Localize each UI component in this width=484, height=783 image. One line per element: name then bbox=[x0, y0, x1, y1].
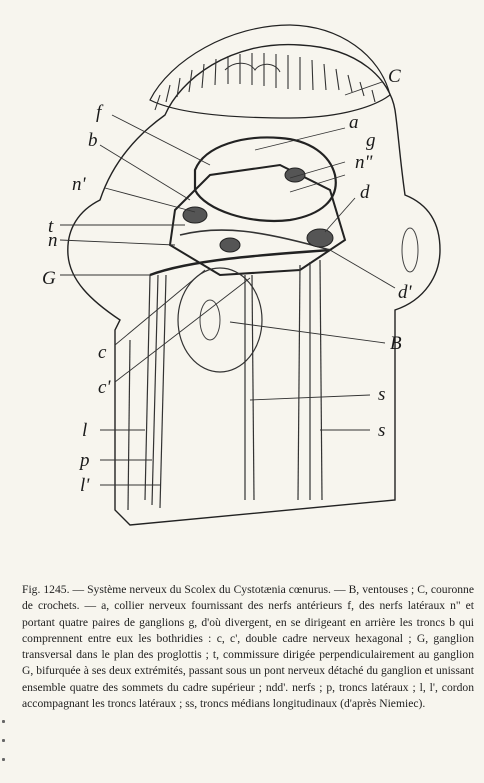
caption-text: Fig. 1245. — Système nerveux du Scolex d… bbox=[22, 582, 474, 712]
label-C: C bbox=[388, 66, 401, 87]
sucker-inner bbox=[200, 300, 220, 340]
label-B: B bbox=[390, 333, 402, 354]
margin-mark bbox=[2, 720, 5, 723]
leader-lines bbox=[60, 82, 395, 485]
label-s-upper: s bbox=[378, 384, 385, 405]
label-G: G bbox=[42, 268, 56, 289]
transverse-ganglion bbox=[150, 250, 330, 275]
label-g: g bbox=[366, 130, 376, 151]
scolex-drawing: C f a b g n" n' d t n G d' c B c' s l s … bbox=[0, 0, 484, 560]
label-s-lower: s bbox=[378, 420, 385, 441]
margin-mark bbox=[2, 758, 5, 761]
hook-crown bbox=[150, 25, 390, 118]
label-n-double-prime: n" bbox=[355, 152, 374, 173]
lateral-sucker bbox=[402, 228, 418, 272]
label-n: n bbox=[48, 230, 58, 251]
margin-marks bbox=[2, 720, 8, 780]
margin-mark bbox=[2, 739, 5, 742]
label-l: l bbox=[82, 420, 87, 441]
label-c: c bbox=[98, 342, 107, 363]
figure-caption: Fig. 1245. — Système nerveux du Scolex d… bbox=[22, 582, 474, 712]
hooks bbox=[155, 53, 375, 110]
label-f: f bbox=[96, 102, 104, 123]
label-n-prime: n' bbox=[72, 174, 87, 195]
label-c-prime: c' bbox=[98, 377, 111, 398]
label-a: a bbox=[349, 112, 359, 133]
scolex-figure: C f a b g n" n' d t n G d' c B c' s l s … bbox=[0, 0, 484, 560]
label-b: b bbox=[88, 130, 98, 151]
label-d-prime: d' bbox=[398, 282, 413, 303]
nerve-collar bbox=[195, 137, 336, 220]
label-p: p bbox=[78, 450, 90, 471]
label-l-prime: l' bbox=[80, 475, 90, 496]
label-d: d bbox=[360, 182, 370, 203]
